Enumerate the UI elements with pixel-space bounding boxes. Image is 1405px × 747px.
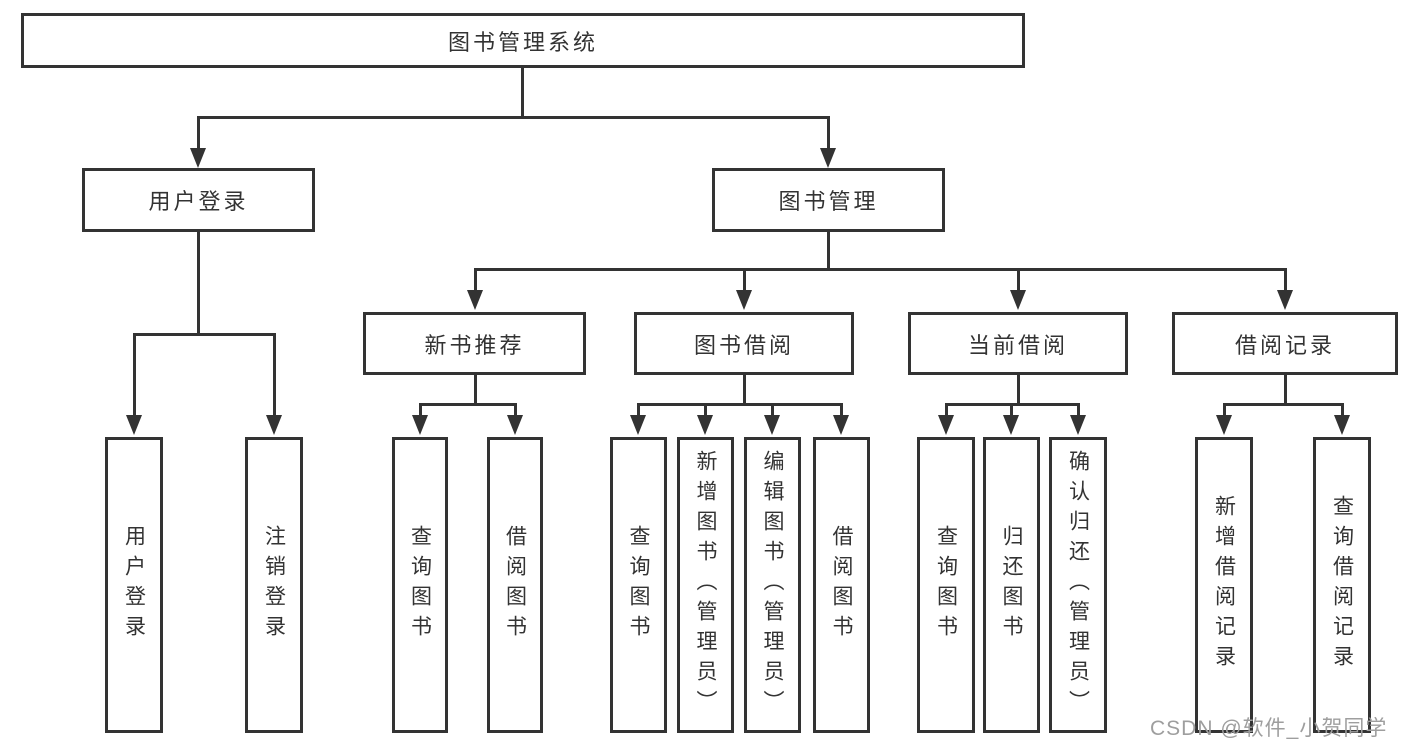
arrowhead-icon xyxy=(1010,290,1026,310)
arrowhead-icon xyxy=(1277,290,1293,310)
connector-line xyxy=(827,232,830,270)
connector-line xyxy=(521,68,524,118)
connector-line xyxy=(743,268,746,292)
connector-line xyxy=(197,116,200,150)
arrowhead-icon xyxy=(266,415,282,435)
node-current-borrow-label: 当前借阅 xyxy=(967,332,1068,358)
leaf-confirm-return-admin: 确认归还（管理员） xyxy=(1049,437,1107,733)
node-borrow-records: 借阅记录 xyxy=(1172,312,1398,375)
arrowhead-icon xyxy=(630,415,646,435)
connector-line xyxy=(474,375,477,406)
arrowhead-icon xyxy=(1334,415,1350,435)
arrowhead-icon xyxy=(697,415,713,435)
connector-line xyxy=(1284,268,1287,292)
connector-line xyxy=(419,403,517,406)
connector-line xyxy=(1077,403,1080,417)
connector-line xyxy=(637,403,640,417)
leaf-query-books-recommend-label: 查询图书 xyxy=(408,525,432,645)
connector-line xyxy=(1017,375,1020,406)
connector-line xyxy=(474,268,1286,271)
leaf-borrow-books: 借阅图书 xyxy=(813,437,870,733)
connector-line xyxy=(827,116,830,150)
node-borrow-records-label: 借阅记录 xyxy=(1234,332,1335,358)
connector-line xyxy=(1017,268,1020,292)
csdn-watermark: CSDN @软件_小贺同学 xyxy=(1150,717,1388,740)
leaf-query-borrow-record: 查询借阅记录 xyxy=(1313,437,1371,733)
connector-line xyxy=(197,116,829,119)
connector-line xyxy=(637,403,843,406)
node-user-login: 用户登录 xyxy=(82,168,315,232)
leaf-query-books-recommend: 查询图书 xyxy=(392,437,448,733)
leaf-query-borrow-record-label: 查询借阅记录 xyxy=(1330,495,1354,675)
leaf-query-books-borrow: 查询图书 xyxy=(610,437,667,733)
connector-line xyxy=(1284,375,1287,406)
connector-line xyxy=(1223,403,1226,417)
leaf-user-login: 用户登录 xyxy=(105,437,163,733)
connector-line xyxy=(273,333,276,417)
leaf-borrow-books-recommend-label: 借阅图书 xyxy=(503,525,527,645)
arrowhead-icon xyxy=(467,290,483,310)
leaf-return-book: 归还图书 xyxy=(983,437,1040,733)
connector-line xyxy=(133,333,136,417)
connector-line xyxy=(945,403,948,417)
arrowhead-icon xyxy=(126,415,142,435)
leaf-borrow-books-label: 借阅图书 xyxy=(830,525,853,645)
leaf-edit-book-admin-label: 编辑图书（管理员） xyxy=(761,450,784,720)
leaf-user-login-label: 用户登录 xyxy=(122,525,146,645)
connector-line xyxy=(840,403,843,417)
leaf-add-book-admin: 新增图书（管理员） xyxy=(677,437,734,733)
leaf-borrow-books-recommend: 借阅图书 xyxy=(487,437,543,733)
arrowhead-icon xyxy=(1070,415,1086,435)
leaf-edit-book-admin: 编辑图书（管理员） xyxy=(744,437,801,733)
arrowhead-icon xyxy=(833,415,849,435)
arrowhead-icon xyxy=(507,415,523,435)
node-book-management: 图书管理 xyxy=(712,168,945,232)
arrowhead-icon xyxy=(736,290,752,310)
arrowhead-icon xyxy=(1216,415,1232,435)
node-new-book-recommend-label: 新书推荐 xyxy=(424,332,525,358)
leaf-query-books-current: 查询图书 xyxy=(917,437,975,733)
node-book-borrow: 图书借阅 xyxy=(634,312,854,375)
connector-line xyxy=(704,403,707,417)
connector-line xyxy=(771,403,774,417)
leaf-logout-label: 注销登录 xyxy=(262,525,286,645)
node-current-borrow: 当前借阅 xyxy=(908,312,1128,375)
leaf-add-borrow-record-label: 新增借阅记录 xyxy=(1212,495,1236,675)
connector-line xyxy=(743,375,746,406)
node-user-login-label: 用户登录 xyxy=(148,189,249,214)
leaf-add-book-admin-label: 新增图书（管理员） xyxy=(694,450,717,720)
node-root: 图书管理系统 xyxy=(21,13,1025,68)
connector-line xyxy=(419,403,422,417)
leaf-logout: 注销登录 xyxy=(245,437,303,733)
node-new-book-recommend: 新书推荐 xyxy=(363,312,586,375)
connector-line xyxy=(514,403,517,417)
connector-line xyxy=(133,333,275,336)
arrowhead-icon xyxy=(1003,415,1019,435)
leaf-query-books-borrow-label: 查询图书 xyxy=(627,525,650,645)
arrowhead-icon xyxy=(412,415,428,435)
connector-line xyxy=(1223,403,1344,406)
connector-line xyxy=(197,232,200,336)
arrowhead-icon xyxy=(764,415,780,435)
leaf-query-books-current-label: 查询图书 xyxy=(934,525,958,645)
node-book-borrow-label: 图书借阅 xyxy=(693,332,794,358)
node-book-management-label: 图书管理 xyxy=(778,189,879,214)
node-root-label: 图书管理系统 xyxy=(447,29,598,55)
arrowhead-icon xyxy=(190,148,206,168)
arrowhead-icon xyxy=(820,148,836,168)
leaf-confirm-return-admin-label: 确认归还（管理员） xyxy=(1066,450,1090,720)
leaf-add-borrow-record: 新增借阅记录 xyxy=(1195,437,1253,733)
leaf-return-book-label: 归还图书 xyxy=(1000,525,1023,645)
connector-line xyxy=(1341,403,1344,417)
arrowhead-icon xyxy=(938,415,954,435)
connector-line xyxy=(474,268,477,292)
connector-line xyxy=(1010,403,1013,417)
